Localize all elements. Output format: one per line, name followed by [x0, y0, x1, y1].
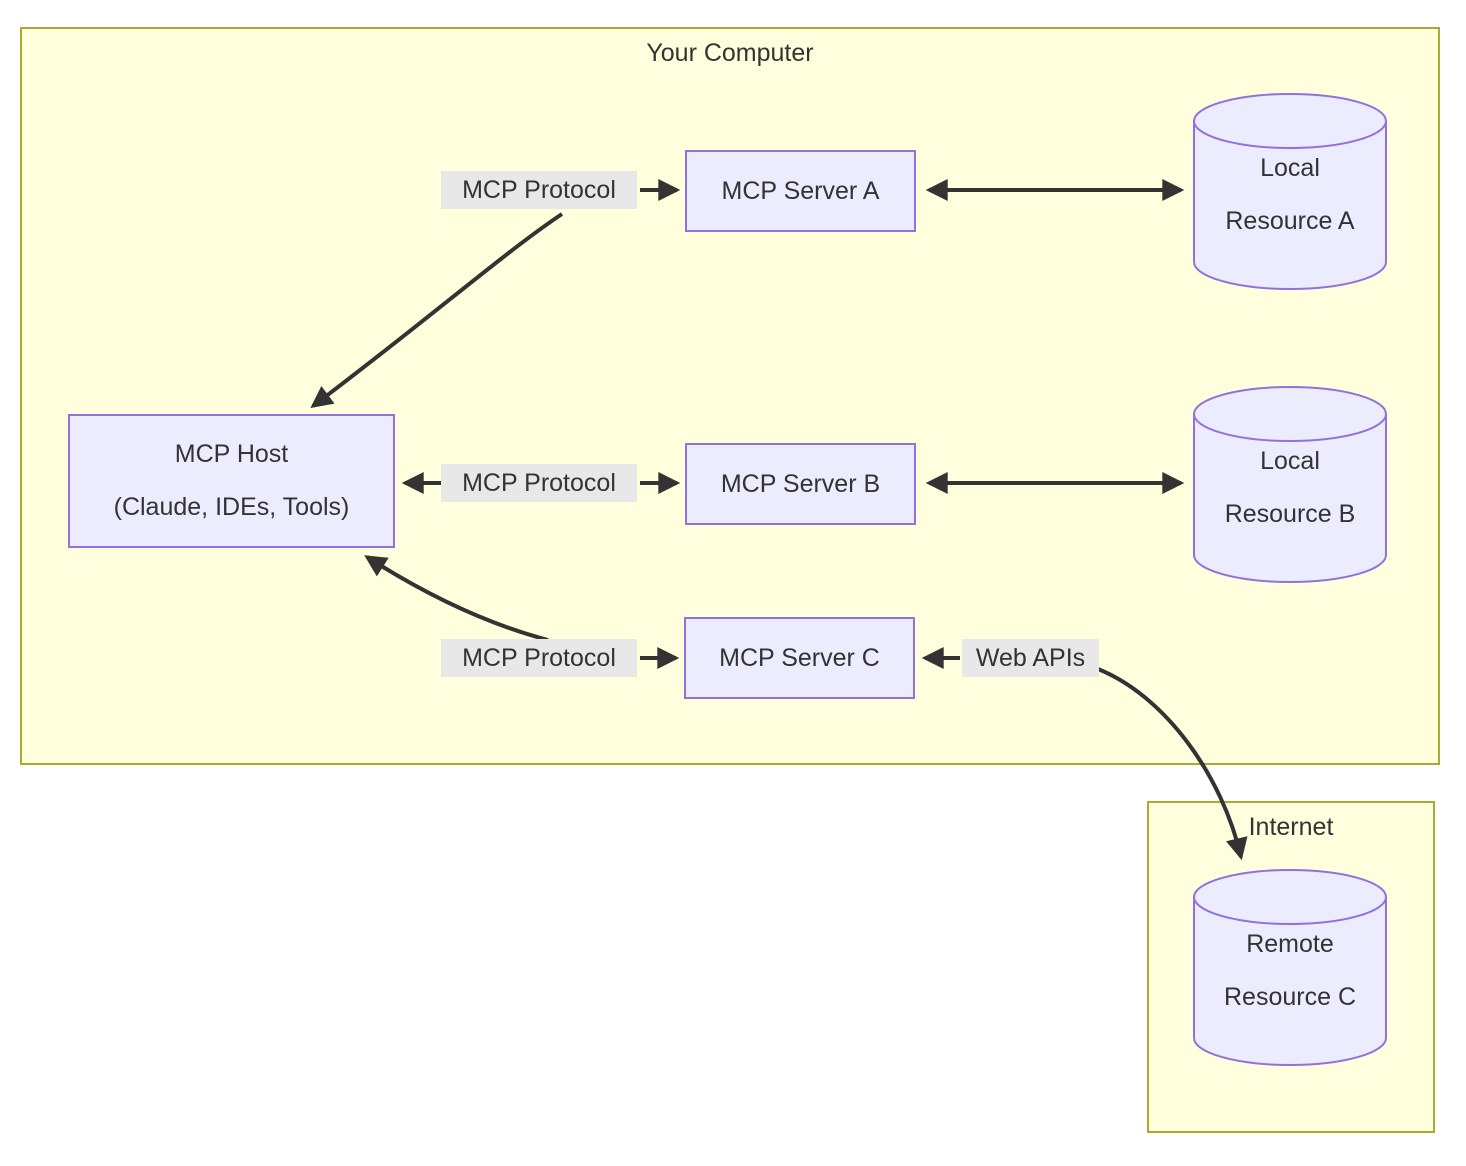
node-mcp-server-c: MCP Server C [684, 617, 915, 699]
edge-label-mcp-protocol-a: MCP Protocol [441, 171, 637, 209]
edge-label-mcp-protocol-b: MCP Protocol [441, 464, 637, 502]
edge-label-mcp-protocol-c: MCP Protocol [441, 639, 637, 677]
node-remote-resource-c-line2: Resource C [1224, 982, 1356, 1011]
node-mcp-host: MCP Host (Claude, IDEs, Tools) [68, 414, 395, 548]
edge-label-web-apis: Web APIs [962, 639, 1099, 677]
node-local-resource-a-line1: Local [1260, 153, 1320, 182]
node-mcp-server-a: MCP Server A [685, 150, 916, 232]
node-local-resource-a-line2: Resource A [1225, 206, 1355, 235]
cylinder-shape [1193, 93, 1387, 290]
node-mcp-server-c-label: MCP Server C [719, 643, 880, 672]
node-mcp-server-a-label: MCP Server A [721, 176, 880, 205]
node-mcp-host-line1: MCP Host [174, 440, 289, 468]
node-local-resource-b: Local Resource B [1192, 385, 1388, 584]
node-mcp-server-b-label: MCP Server B [720, 469, 881, 498]
group-internet-title: Internet [1248, 813, 1334, 841]
cylinder-shape [1193, 386, 1387, 583]
cylinder-shape [1193, 869, 1387, 1066]
node-local-resource-b-line1: Local [1260, 446, 1320, 475]
node-mcp-server-b: MCP Server B [685, 443, 916, 525]
group-your-computer-title: Your Computer [646, 39, 814, 67]
node-local-resource-b-line2: Resource B [1224, 499, 1356, 528]
node-remote-resource-c-line1: Remote [1246, 929, 1334, 958]
node-mcp-host-line2: (Claude, IDEs, Tools) [113, 493, 350, 521]
node-remote-resource-c: Remote Resource C [1192, 868, 1388, 1067]
node-local-resource-a: Local Resource A [1192, 92, 1388, 291]
